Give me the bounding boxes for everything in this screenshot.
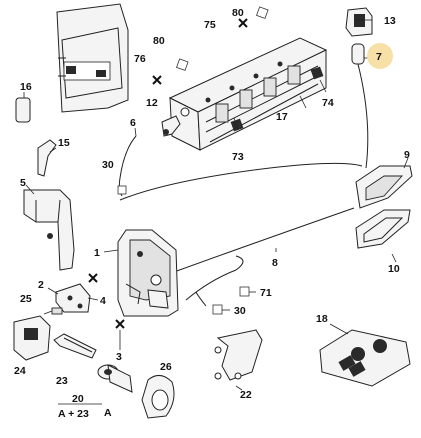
part-74-clip (310, 66, 324, 80)
label-80-top: 80 (232, 7, 244, 19)
part-24-cover (13, 315, 51, 361)
part-15 (37, 139, 57, 177)
label-16: 16 (20, 81, 32, 93)
label-18: 18 (316, 313, 328, 325)
part-23-key (53, 333, 97, 359)
label-13: 13 (384, 15, 396, 27)
label-1: 1 (94, 247, 100, 259)
rod-7 (357, 63, 369, 169)
part-a-cylinder (97, 364, 133, 393)
part-9-handle (355, 165, 413, 209)
square-marker-icon (256, 6, 269, 19)
square-marker-icon (239, 286, 250, 297)
part-10-bezel (355, 209, 411, 249)
label-8: 8 (272, 257, 278, 269)
label-76: 76 (134, 53, 146, 65)
door-thumbnail (56, 3, 129, 113)
cross-marker-icon (238, 18, 248, 28)
cross-marker-icon (88, 273, 98, 283)
cross-marker-icon (115, 319, 125, 329)
rod-8 (173, 207, 355, 273)
label-22: 22 (240, 389, 252, 401)
part-26-collar (141, 375, 175, 419)
label-a: A (104, 407, 112, 419)
rod-arc (195, 291, 207, 307)
label-73: 73 (232, 151, 244, 163)
rod-main (119, 162, 363, 201)
square-marker-icon (176, 58, 189, 71)
square-marker-icon (212, 304, 223, 315)
cross-marker-icon (152, 75, 162, 85)
label-30-lower: 30 (234, 305, 246, 317)
part-1-lock-body (117, 229, 179, 317)
label-formula: A + 23 (58, 408, 89, 420)
label-23: 23 (56, 375, 68, 387)
part-13-knob (345, 7, 373, 37)
part-7-rod-knob (351, 43, 365, 65)
part-16 (15, 92, 31, 123)
rod-8-lower (185, 255, 244, 301)
label-4: 4 (100, 295, 106, 307)
label-7-highlight (367, 43, 393, 69)
label-24: 24 (14, 365, 26, 377)
label-74: 74 (322, 97, 334, 109)
label-10: 10 (388, 263, 400, 275)
label-3: 3 (116, 351, 122, 363)
square-marker-icon (117, 185, 127, 195)
label-2: 2 (38, 279, 44, 291)
label-26: 26 (160, 361, 172, 373)
part-12-clip (161, 115, 181, 137)
label-71: 71 (260, 287, 272, 299)
part-5-bracket (23, 184, 75, 271)
label-17: 17 (276, 111, 288, 123)
label-80-mid: 80 (153, 35, 165, 47)
part-17-lock-housing (168, 37, 328, 151)
label-15: 15 (58, 137, 70, 149)
part-18-kit (319, 329, 411, 387)
label-25: 25 (20, 293, 32, 305)
label-20: 20 (72, 393, 84, 405)
label-12: 12 (146, 97, 158, 109)
label-30-upper: 30 (102, 159, 114, 171)
part-73-clip (230, 118, 244, 132)
part-22-bracket (214, 329, 263, 381)
label-7: 7 (376, 51, 382, 63)
label-6: 6 (130, 117, 136, 129)
label-9: 9 (404, 149, 410, 161)
label-75: 75 (204, 19, 216, 31)
part-2-plate (55, 283, 91, 313)
part-25-screw (51, 307, 63, 315)
label-5: 5 (20, 177, 26, 189)
